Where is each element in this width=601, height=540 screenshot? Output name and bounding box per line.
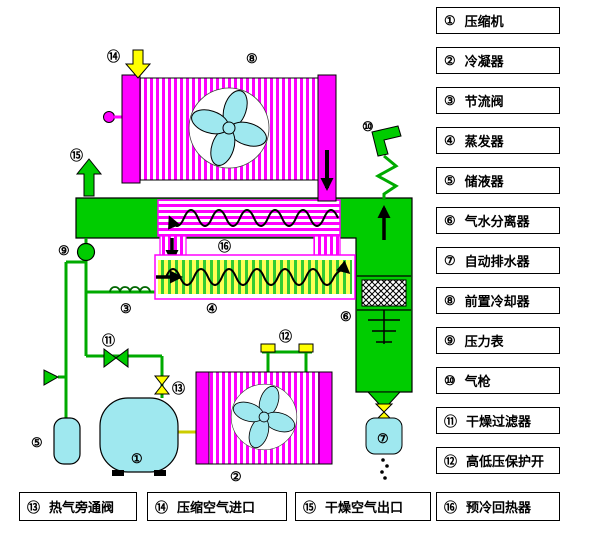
- callout-1: ①: [131, 451, 143, 466]
- legend-item-throttle-valve: ③ 节流阀: [436, 87, 560, 114]
- callout-16: ⑯: [218, 239, 232, 254]
- legend-label: 高低压保护开: [466, 454, 545, 469]
- legend-item-auto-drainer: ⑦ 自动排水器: [436, 247, 560, 274]
- liquid-receiver: [53, 417, 81, 465]
- precooler: [103, 74, 337, 202]
- legend-label: 热气旁通阀: [49, 500, 115, 515]
- legend-item-separator: ⑥ 气水分离器: [436, 207, 560, 234]
- legend-num: ⑧: [444, 292, 456, 308]
- compressed-air-inlet-arrow: [124, 49, 152, 79]
- legend-label: 储液器: [464, 174, 504, 189]
- legend-num: ⑮: [303, 500, 317, 515]
- legend-num: ①: [444, 12, 456, 28]
- callout-9: ⑨: [58, 243, 70, 258]
- legend-label: 节流阀: [464, 94, 504, 109]
- callout-5: ⑤: [31, 435, 43, 450]
- legend-item-receiver: ⑤ 储液器: [436, 167, 560, 194]
- hot-gas-bypass-valve: [153, 375, 171, 395]
- legend-label: 预冷回热器: [466, 500, 532, 515]
- legend-label: 自动排水器: [464, 254, 530, 269]
- recuperator: [157, 199, 341, 263]
- service-valve: [43, 369, 60, 386]
- legend-num: ⑫: [444, 454, 458, 469]
- pressure-switches: [260, 343, 314, 353]
- legend-item-hot-gas-bypass: ⑬ 热气旁通阀: [19, 492, 137, 521]
- compressor: [99, 397, 179, 476]
- legend-label: 压缩机: [464, 14, 504, 29]
- separator-internals: [357, 205, 411, 344]
- legend-item-recuperator: ⑯ 预冷回热器: [436, 492, 560, 521]
- legend-label: 压缩空气进口: [177, 500, 256, 515]
- legend-num: ⑬: [27, 500, 41, 515]
- legend-item-condenser: ② 冷凝器: [436, 47, 560, 74]
- precooler-fan-icon: [188, 87, 270, 169]
- callout-13: ⑬: [172, 381, 186, 396]
- legend-label: 干燥空气出口: [325, 500, 404, 515]
- legend-num: ⑪: [444, 414, 458, 429]
- evaporator: [154, 254, 356, 300]
- throttle-valve-coil: [109, 286, 151, 293]
- legend-num: ⑥: [444, 212, 456, 228]
- callout-14: ⑭: [107, 49, 121, 64]
- callout-2: ②: [230, 469, 242, 484]
- callout-4: ④: [206, 301, 218, 316]
- legend-item-hi-lo-protection: ⑫ 高低压保护开: [436, 447, 560, 474]
- callout-3: ③: [120, 301, 132, 316]
- legend-num: ③: [444, 92, 456, 108]
- callout-11: ⑪: [102, 333, 116, 348]
- legend-item-precooler: ⑧ 前置冷却器: [436, 287, 560, 314]
- legend-label: 前置冷却器: [464, 294, 530, 309]
- drying-filter: [103, 348, 129, 368]
- legend-num: ⑨: [444, 332, 456, 348]
- callout-12: ⑫: [279, 329, 293, 344]
- legend-label: 气枪: [464, 374, 491, 389]
- legend-num: ⑦: [444, 252, 456, 268]
- legend-label: 气水分离器: [464, 214, 530, 229]
- callout-8: ⑧: [246, 51, 258, 66]
- legend-num: ⑯: [444, 500, 458, 515]
- legend-item-pressure-gauge: ⑨ 压力表: [436, 327, 560, 354]
- callout-15: ⑮: [70, 148, 84, 163]
- pressure-gauge: [76, 242, 96, 262]
- callout-7: ⑦: [377, 431, 389, 446]
- legend-item-evaporator: ④ 蒸发器: [436, 127, 560, 154]
- legend-num: ⑭: [155, 500, 169, 515]
- legend-label: 干燥过滤器: [466, 414, 532, 429]
- callout-6: ⑥: [340, 309, 352, 324]
- dry-air-outlet-arrow: [75, 158, 103, 197]
- legend-label: 蒸发器: [464, 134, 504, 149]
- legend-num: ⑤: [444, 172, 456, 188]
- legend-num: ⑩: [444, 372, 456, 388]
- legend-item-air-gun: ⑩ 气枪: [436, 367, 560, 394]
- legend-num: ④: [444, 132, 456, 148]
- legend-label: 压力表: [464, 334, 504, 349]
- legend-item-air-inlet: ⑭ 压缩空气进口: [147, 492, 287, 521]
- condenser: [195, 371, 333, 465]
- legend-num: ②: [444, 52, 456, 68]
- legend-label: 冷凝器: [464, 54, 504, 69]
- drainer: [365, 391, 403, 480]
- callout-10: ⑩: [362, 119, 374, 134]
- legend-item-compressor: ① 压缩机: [436, 7, 560, 34]
- condenser-fan-icon: [230, 383, 298, 451]
- legend-item-air-outlet: ⑮ 干燥空气出口: [295, 492, 431, 521]
- air-gun: [371, 125, 402, 200]
- legend-item-drying-filter: ⑪ 干燥过滤器: [436, 407, 560, 434]
